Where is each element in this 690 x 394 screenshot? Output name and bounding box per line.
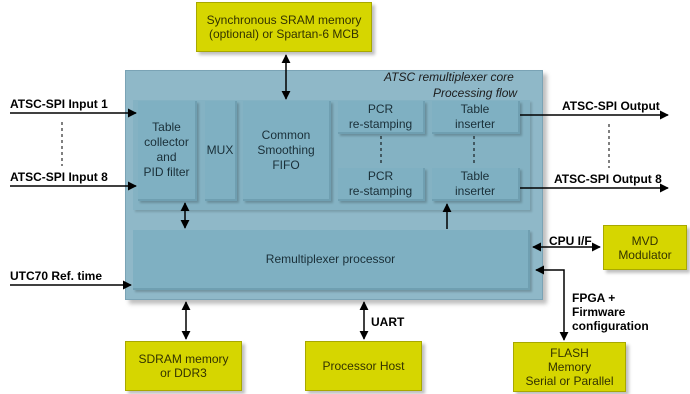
fifo-block: Common Smoothing FIFO — [243, 101, 331, 201]
tc-line1: Table — [152, 120, 181, 134]
mux-block: MUX — [205, 101, 237, 201]
ti2-line1: Table — [460, 168, 490, 183]
fpga-line1: FPGA + — [572, 291, 616, 305]
ti2-line2: inserter — [454, 183, 495, 198]
sram-line2: (optional) or Spartan-6 MCB — [208, 27, 360, 41]
fifo-line3: FIFO — [272, 157, 300, 172]
flash-arrow — [535, 265, 569, 341]
utc-label: UTC70 Ref. time — [10, 269, 103, 283]
ti1-line2: inserter — [454, 116, 495, 131]
pcr2-line2: re-stamping — [348, 183, 413, 198]
input1-label: ATSC-SPI Input 1 — [10, 97, 108, 111]
sdram-line2: or DDR3 — [160, 366, 207, 380]
fifo-line1: Common — [261, 127, 311, 142]
host-label: Processor Host — [322, 359, 405, 373]
pcr1-line1: PCR — [367, 101, 394, 116]
table-inserter-block-2: Table inserter — [432, 168, 520, 201]
processor-label: Remultiplexer processor — [265, 251, 396, 266]
uart-label: UART — [371, 315, 405, 329]
fpga-label: FPGA + Firmware configuration — [572, 291, 649, 333]
sram-box: Synchronous SRAM memory (optional) or Sp… — [196, 2, 372, 52]
pcr2-line1: PCR — [367, 168, 394, 183]
remultiplexer-processor-block: Remultiplexer processor — [133, 230, 530, 290]
output8-label: ATSC-SPI Output 8 — [554, 172, 662, 186]
table-inserter-block-1: Table inserter — [432, 101, 520, 134]
flash-box: FLASH Memory Serial or Parallel — [513, 342, 626, 392]
sdram-line1: SDRAM memory — [138, 352, 229, 366]
mux-label: MUX — [206, 142, 234, 157]
flash-line2: Memory — [547, 360, 592, 374]
ti1-line1: Table — [460, 101, 490, 116]
mvd-line2: Modulator — [618, 247, 672, 262]
fpga-line2: Firmware — [572, 305, 626, 319]
core-title: ATSC remultiplexer core — [384, 70, 514, 84]
fpga-line3: configuration — [572, 319, 649, 333]
output1-label: ATSC-SPI Output — [562, 99, 660, 113]
input8-label: ATSC-SPI Input 8 — [10, 170, 108, 184]
mvd-line1: MVD — [631, 233, 659, 248]
tc-line4: PID filter — [143, 165, 190, 179]
mvd-modulator-box: MVD Modulator — [603, 225, 687, 270]
fifo-line2: Smoothing — [257, 142, 315, 157]
table-collector-block: Table collector and PID filter — [138, 101, 197, 201]
core-subtitle: Processing flow — [433, 86, 518, 100]
sdram-box: SDRAM memory or DDR3 — [125, 341, 242, 391]
sram-line1: Synchronous SRAM memory — [206, 13, 362, 27]
flash-line3: Serial or Parallel — [525, 374, 614, 388]
flash-line1: FLASH — [550, 346, 589, 360]
tc-line2: collector — [144, 135, 189, 149]
tc-line3: and — [156, 150, 177, 164]
pcr-block-1: PCR re-stamping — [338, 101, 425, 134]
processor-host-box: Processor Host — [305, 341, 422, 391]
pcr1-line2: re-stamping — [348, 116, 413, 131]
pcr-block-2: PCR re-stamping — [338, 168, 425, 201]
